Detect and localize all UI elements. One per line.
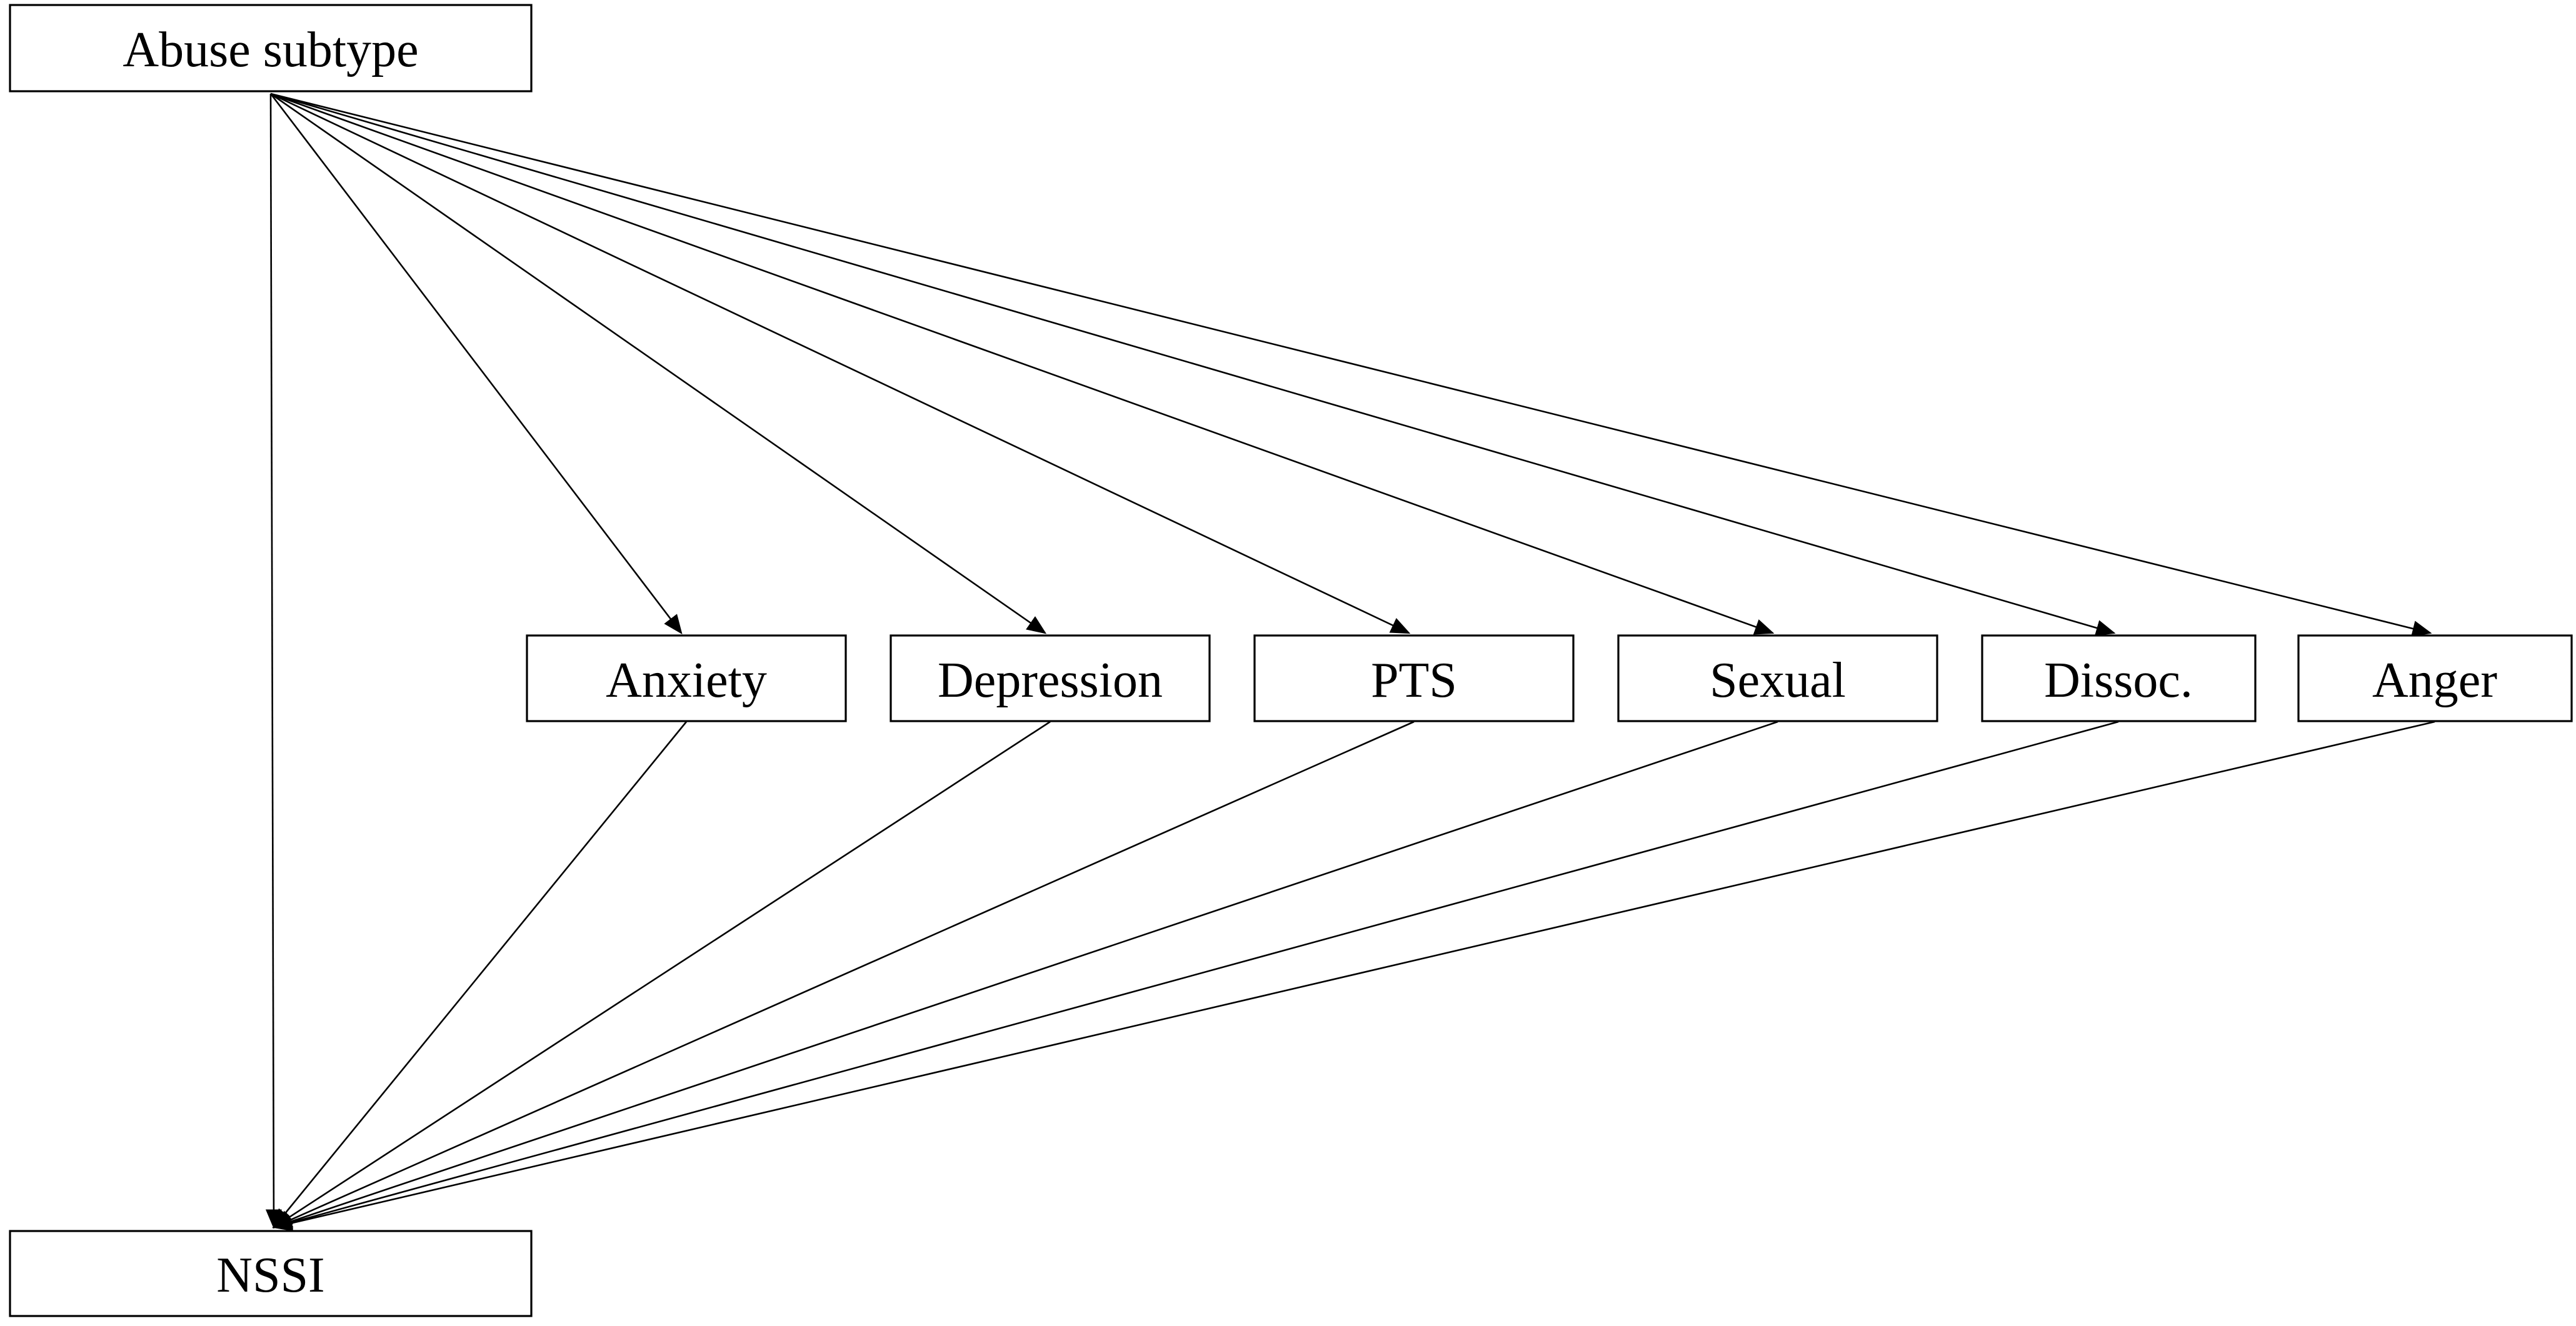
node-sexual: Sexual [1617,634,1938,722]
node-nssi: NSSI [9,1230,533,1317]
edge-pts-to-nssi [272,720,1415,1229]
node-anger-label: Anger [2372,653,2497,708]
edge-abuse-subtype-to-pts [270,92,1411,634]
edge-abuse-subtype-to-depression [270,92,1047,634]
node-dissoc: Dissoc. [1981,634,2257,722]
node-pts-label: PTS [1371,653,1457,708]
node-depression: Depression [890,634,1211,722]
node-anger: Anger [2297,634,2573,722]
node-nssi-label: NSSI [216,1248,324,1303]
edge-abuse-subtype-to-nssi [265,93,282,1229]
node-depression-label: Depression [938,653,1163,708]
node-dissoc-label: Dissoc. [2044,653,2193,708]
node-abuse-subtype: Abuse subtype [9,4,533,92]
node-anxiety-label: Anxiety [606,653,767,708]
node-anxiety: Anxiety [526,634,847,722]
edge-abuse-subtype-to-dissoc [270,92,2116,636]
edge-anxiety-to-nssi [273,721,688,1229]
node-pts: PTS [1253,634,1575,722]
edge-abuse-subtype-to-anxiety [269,93,683,635]
node-sexual-label: Sexual [1710,653,1846,708]
edge-abuse-subtype-to-anger [270,92,2432,637]
edge-dissoc-to-nssi [272,720,2119,1230]
edge-sexual-to-nssi [272,720,1778,1230]
node-abuse-subtype-label: Abuse subtype [123,22,418,77]
edge-anger-to-nssi [272,720,2435,1232]
edges-group [265,92,2435,1232]
edge-depression-to-nssi [272,720,1051,1229]
edge-abuse-subtype-to-sexual [270,92,1775,635]
